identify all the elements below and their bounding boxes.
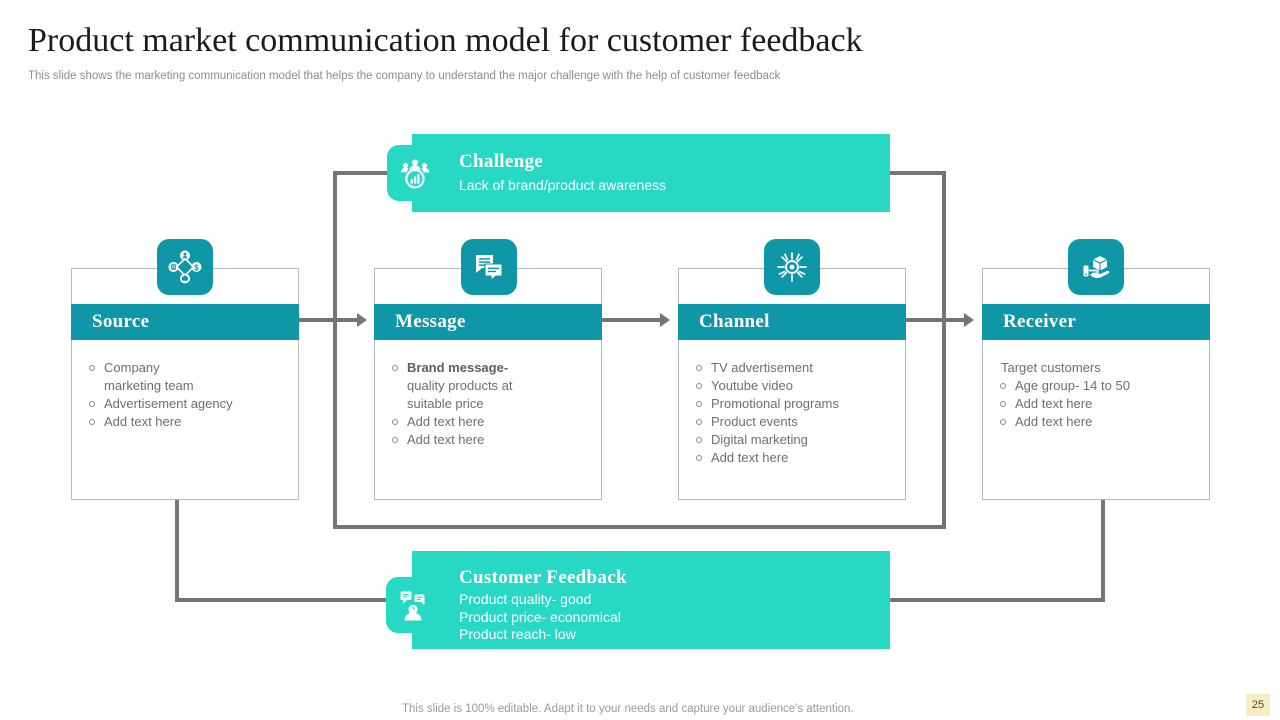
receiver-icon-tile (1068, 239, 1124, 295)
arrow-message-to-channel (660, 313, 670, 327)
list-item: Age group- 14 to 50 (991, 377, 1201, 395)
feedback-line-3: Product reach- low (459, 626, 576, 642)
message-icon-tile (461, 239, 517, 295)
list-item: TV advertisement (687, 359, 897, 377)
card-receiver[interactable]: Receiver Target customers Age group- 14 … (982, 268, 1210, 500)
list-item: Add text here (383, 431, 593, 449)
list-item: Add text here (687, 449, 897, 467)
list-item: Digital marketing (687, 431, 897, 449)
list-item: Add text here (991, 395, 1201, 413)
card-source-body: Company marketing team Advertisement age… (72, 359, 300, 431)
list-item-strong: Brand message- (407, 360, 509, 375)
card-source-list: Company marketing team Advertisement age… (80, 359, 290, 431)
network-nodes-icon: $ (168, 250, 202, 284)
card-receiver-header: Receiver (982, 304, 1210, 340)
page-number-badge: 25 (1246, 694, 1270, 716)
connector-challenge-left-horizontal (333, 171, 395, 175)
list-item: Promotional programs (687, 395, 897, 413)
card-message-header: Message (374, 304, 602, 340)
card-channel-list: TV advertisement Youtube video Promotion… (687, 359, 897, 467)
connector-feedback-left-vertical (175, 497, 179, 602)
feedback-line-2: Product price- economical (459, 609, 621, 625)
card-message-list: Brand message- quality products at suita… (383, 359, 593, 449)
arrow-channel-to-receiver (964, 313, 974, 327)
card-receiver-body: Target customers Age group- 14 to 50 Add… (983, 359, 1211, 431)
card-channel[interactable]: Channel TV advertisement Youtube video P… (678, 268, 906, 500)
list-item: marketing team (104, 378, 194, 393)
connector-channel-to-receiver (905, 318, 967, 322)
list-item: Add text here (383, 413, 593, 431)
connector-challenge-left-vertical (333, 171, 337, 529)
card-source-header: Source (71, 304, 299, 340)
channel-icon-tile (764, 239, 820, 295)
list-item: Add text here (80, 413, 290, 431)
list-item: Youtube video (687, 377, 897, 395)
card-message[interactable]: Message Brand message- quality products … (374, 268, 602, 500)
card-receiver-list: Age group- 14 to 50 Add text here Add te… (991, 377, 1201, 431)
feedback-banner[interactable] (412, 551, 890, 649)
feedback-title: Customer Feedback (459, 567, 627, 588)
list-item: Brand message- (383, 359, 593, 377)
challenge-text: Lack of brand/product awareness (459, 177, 667, 193)
list-item: Product events (687, 413, 897, 431)
card-channel-body: TV advertisement Youtube video Promotion… (679, 359, 907, 467)
list-item: quality products at (407, 378, 513, 393)
feedback-icon-tile (386, 577, 442, 633)
source-icon-tile: $ (157, 239, 213, 295)
page-title: Product market communication model for c… (28, 22, 863, 59)
connector-source-to-message (298, 318, 360, 322)
customer-feedback-icon (400, 591, 425, 621)
people-analytics-icon (400, 159, 430, 189)
svg-text:$: $ (194, 264, 199, 273)
list-item: Company (80, 359, 290, 377)
connector-challenge-right-horizontal (886, 171, 946, 175)
feedback-line-1: Product quality- good (459, 591, 592, 607)
receiver-lead-text: Target customers (1001, 360, 1101, 375)
list-item: Advertisement agency (80, 395, 290, 413)
page-subtitle: This slide shows the marketing communica… (28, 70, 781, 82)
challenge-icon-tile (387, 145, 443, 201)
speech-bubbles-icon (476, 255, 503, 282)
broadcast-burst-icon (777, 252, 807, 282)
card-channel-header: Channel (678, 304, 906, 340)
connector-message-to-channel (601, 318, 663, 322)
footer-note: This slide is 100% editable. Adapt it to… (402, 703, 854, 715)
challenge-banner[interactable] (412, 134, 890, 212)
card-message-body: Brand message- quality products at suita… (375, 359, 603, 449)
card-source[interactable]: Source Company marketing team Advertisem… (71, 268, 299, 500)
connector-challenge-bottom-horizontal (333, 525, 946, 529)
connector-feedback-right-vertical (1101, 497, 1105, 602)
arrow-source-to-message (357, 313, 367, 327)
list-item: Add text here (991, 413, 1201, 431)
challenge-title: Challenge (459, 151, 543, 172)
hand-package-icon (1083, 254, 1110, 279)
list-item: suitable price (407, 396, 484, 411)
connector-challenge-right-vertical (942, 171, 946, 529)
